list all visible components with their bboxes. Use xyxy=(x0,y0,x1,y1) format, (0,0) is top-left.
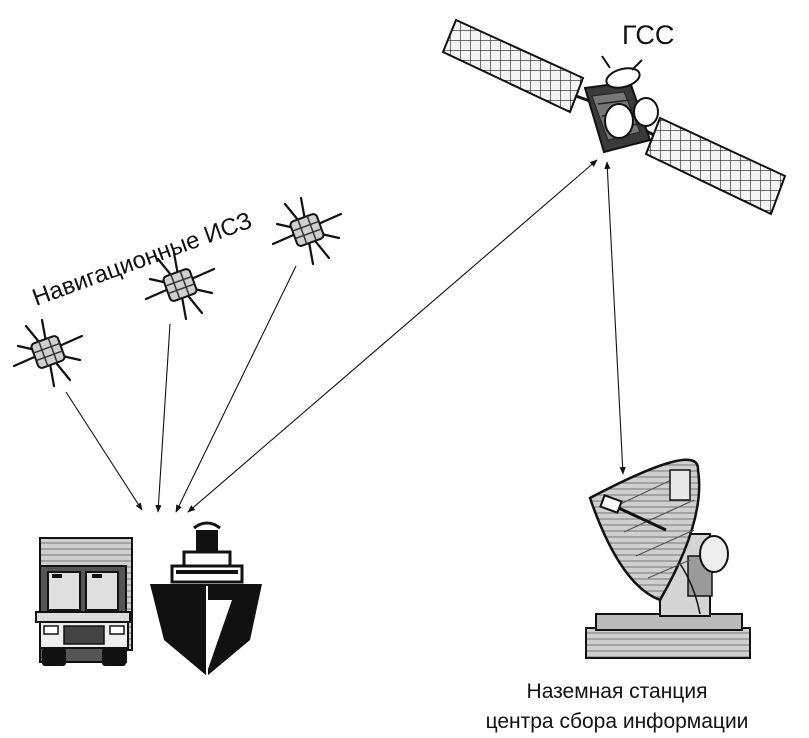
geo-satellite-label: ГСС xyxy=(622,20,674,50)
ground-station-label-line1: Наземная станция xyxy=(527,680,708,703)
antenna-dish-lower xyxy=(604,103,634,139)
nav-satellites-label: Навигационные ИСЗ xyxy=(29,207,256,312)
nav-satellite-3-icon xyxy=(271,196,343,266)
ship-icon xyxy=(150,521,262,676)
solar-panel-right xyxy=(644,116,787,216)
ground-station-icon xyxy=(585,458,751,659)
link-nav-sat-2-to-vehicles xyxy=(155,323,171,513)
nav-satellite-1-icon xyxy=(12,318,84,388)
truck-icon xyxy=(35,537,133,666)
link-geo-satellite-to-ground-station xyxy=(604,161,626,475)
link-vehicles-to-geo-satellite xyxy=(187,159,598,513)
signal-links xyxy=(65,159,626,513)
geo-satellite-icon xyxy=(441,18,787,216)
link-nav-sat-1-to-vehicles xyxy=(65,391,143,511)
nav-satellite-2-icon xyxy=(144,251,216,321)
solar-panel-left xyxy=(441,18,585,114)
ground-station-label-line2: центра сбора информации xyxy=(486,710,749,733)
antenna-dish-upper xyxy=(605,67,641,89)
